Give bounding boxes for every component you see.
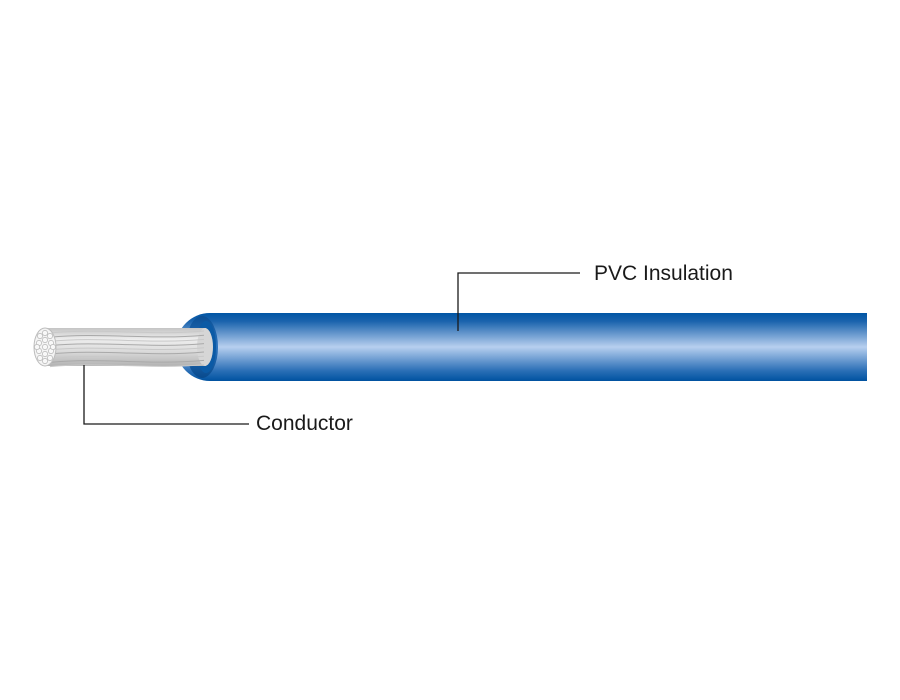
strand-end xyxy=(42,330,48,336)
strand-end xyxy=(50,344,56,350)
conductor-strands xyxy=(33,327,213,368)
strand-line xyxy=(49,359,205,363)
strand-line xyxy=(49,355,205,359)
strand-line xyxy=(49,351,205,355)
strand-line xyxy=(49,343,205,347)
strand-line xyxy=(49,364,205,368)
strand-line xyxy=(49,338,205,342)
strand-end xyxy=(42,337,48,343)
strand-end xyxy=(34,344,40,350)
insulation-leader-line xyxy=(457,272,580,331)
strand-end xyxy=(47,355,53,361)
strand-end-circles xyxy=(34,330,56,364)
strand-line xyxy=(49,330,205,334)
strand-line xyxy=(49,347,205,351)
conductor-leader-line xyxy=(83,365,249,425)
strand-end xyxy=(47,333,53,339)
strand-end xyxy=(37,333,43,339)
strand-end xyxy=(42,351,48,357)
insulation-label: PVC Insulation xyxy=(594,262,733,285)
strand-end xyxy=(42,344,48,350)
strand-end xyxy=(37,355,43,361)
conductor-label: Conductor xyxy=(256,412,353,435)
strand-twist-lines xyxy=(49,330,205,368)
strand-end xyxy=(42,358,48,364)
pvc-insulation-jacket xyxy=(176,313,867,381)
strand-line xyxy=(49,334,205,338)
